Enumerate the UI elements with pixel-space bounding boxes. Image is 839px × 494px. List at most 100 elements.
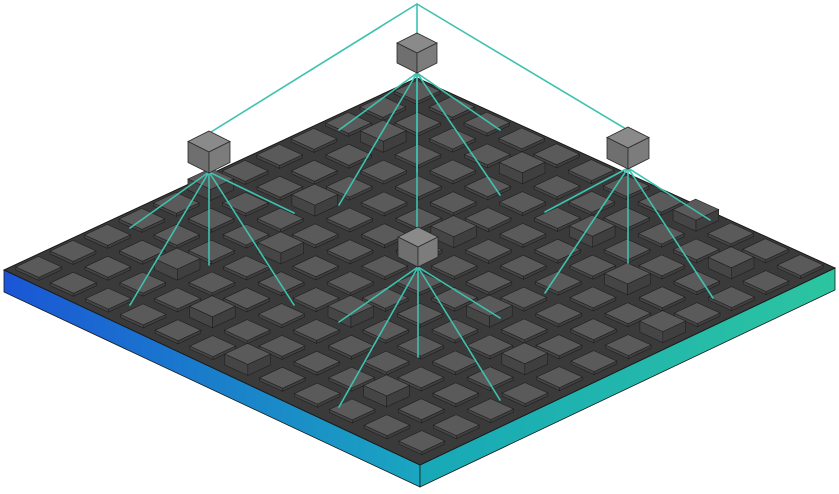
node-chip <box>398 430 446 456</box>
node-chip <box>396 334 445 360</box>
node-chip <box>397 398 445 424</box>
node-chip <box>499 223 547 248</box>
node-chip <box>673 270 721 296</box>
node-chip <box>258 303 306 329</box>
node-chip <box>362 318 410 344</box>
node-chip <box>570 350 618 376</box>
node-chip <box>428 127 477 153</box>
node-chip <box>222 255 270 281</box>
node-chip <box>498 191 547 217</box>
node-chip <box>429 159 477 185</box>
node-chip <box>291 223 339 249</box>
link-hub-to-node <box>627 167 714 299</box>
node-chip <box>326 239 374 265</box>
node-chip <box>432 382 480 408</box>
node-chip <box>639 310 687 344</box>
node-chip <box>394 175 443 201</box>
node-chip <box>187 207 235 233</box>
node-chip <box>431 350 479 376</box>
node-chip <box>569 318 618 344</box>
node-chip <box>360 159 408 185</box>
node-chip <box>604 302 652 328</box>
node-chip <box>118 239 166 265</box>
link-hub-to-node <box>417 266 501 401</box>
link-apex-to-right-hub <box>416 3 627 130</box>
link-apex-to-left-hub <box>210 3 418 133</box>
node-chip <box>363 414 411 440</box>
node-chip <box>154 319 202 345</box>
node-chip <box>224 343 272 376</box>
node-chip <box>292 287 340 313</box>
node-chip <box>535 302 583 328</box>
node-chip <box>153 287 202 313</box>
node-chip <box>187 239 236 265</box>
node-chip <box>604 334 652 360</box>
node-chip <box>533 175 581 201</box>
hub-cube-top <box>396 32 438 74</box>
node-chip <box>603 206 651 232</box>
node-chip <box>432 414 480 440</box>
node-chip <box>394 143 442 169</box>
node-chip <box>221 191 270 217</box>
node-chip <box>464 239 513 264</box>
link-hub-to-node <box>208 171 295 306</box>
node-chip <box>776 254 824 280</box>
link-hub-to-node <box>416 72 501 131</box>
node-chip <box>328 398 376 424</box>
node-chip <box>84 255 132 281</box>
node-chip <box>293 382 341 408</box>
node-chip <box>223 287 271 313</box>
link-hub-to-node <box>338 266 419 323</box>
link-hub-to-node <box>544 167 629 294</box>
node-chip <box>291 183 339 217</box>
link-hub-to-node <box>129 171 210 306</box>
node-chip <box>223 319 271 345</box>
link-hub-to-node <box>417 266 501 319</box>
node-chip <box>15 256 63 281</box>
hub-cube-right <box>606 126 650 170</box>
node-chip <box>430 286 479 312</box>
node-chip <box>638 254 686 280</box>
node-chip <box>500 286 548 312</box>
node-chip <box>327 334 375 360</box>
link-hub-to-node <box>338 72 418 206</box>
node-chip <box>501 342 549 376</box>
node-chip <box>360 191 408 217</box>
link-hub-to-node <box>129 171 210 229</box>
node-chip <box>567 159 615 185</box>
node-chip <box>500 318 548 344</box>
node-chip <box>498 151 546 185</box>
node-chip <box>637 190 685 216</box>
node-chip <box>326 207 374 233</box>
node-chip <box>535 334 583 360</box>
node-chip <box>569 286 617 312</box>
node-chip <box>255 144 304 169</box>
node-chip <box>290 128 338 153</box>
node-chip <box>533 207 581 232</box>
node-chip <box>396 302 444 328</box>
node-chip <box>465 294 513 328</box>
node-chip <box>707 222 755 248</box>
node-chip <box>602 175 650 200</box>
link-hub-to-node <box>544 167 629 213</box>
node-chip <box>256 207 304 233</box>
node-chip <box>465 270 513 296</box>
node-chip <box>498 127 546 153</box>
node-chip <box>568 214 616 248</box>
node-chips-layer <box>15 80 824 456</box>
node-chip <box>293 350 341 376</box>
hub-cube-left <box>187 130 231 174</box>
node-chip <box>362 374 411 408</box>
node-chip <box>258 335 306 360</box>
node-chip <box>535 366 584 392</box>
link-hub-to-node <box>208 171 295 214</box>
connection-links-layer <box>129 3 714 408</box>
link-hub-to-node <box>338 266 419 408</box>
node-chip <box>430 215 478 249</box>
node-chip <box>742 270 790 296</box>
node-chip <box>292 255 340 281</box>
node-chip <box>499 254 547 280</box>
node-chip <box>707 246 755 280</box>
